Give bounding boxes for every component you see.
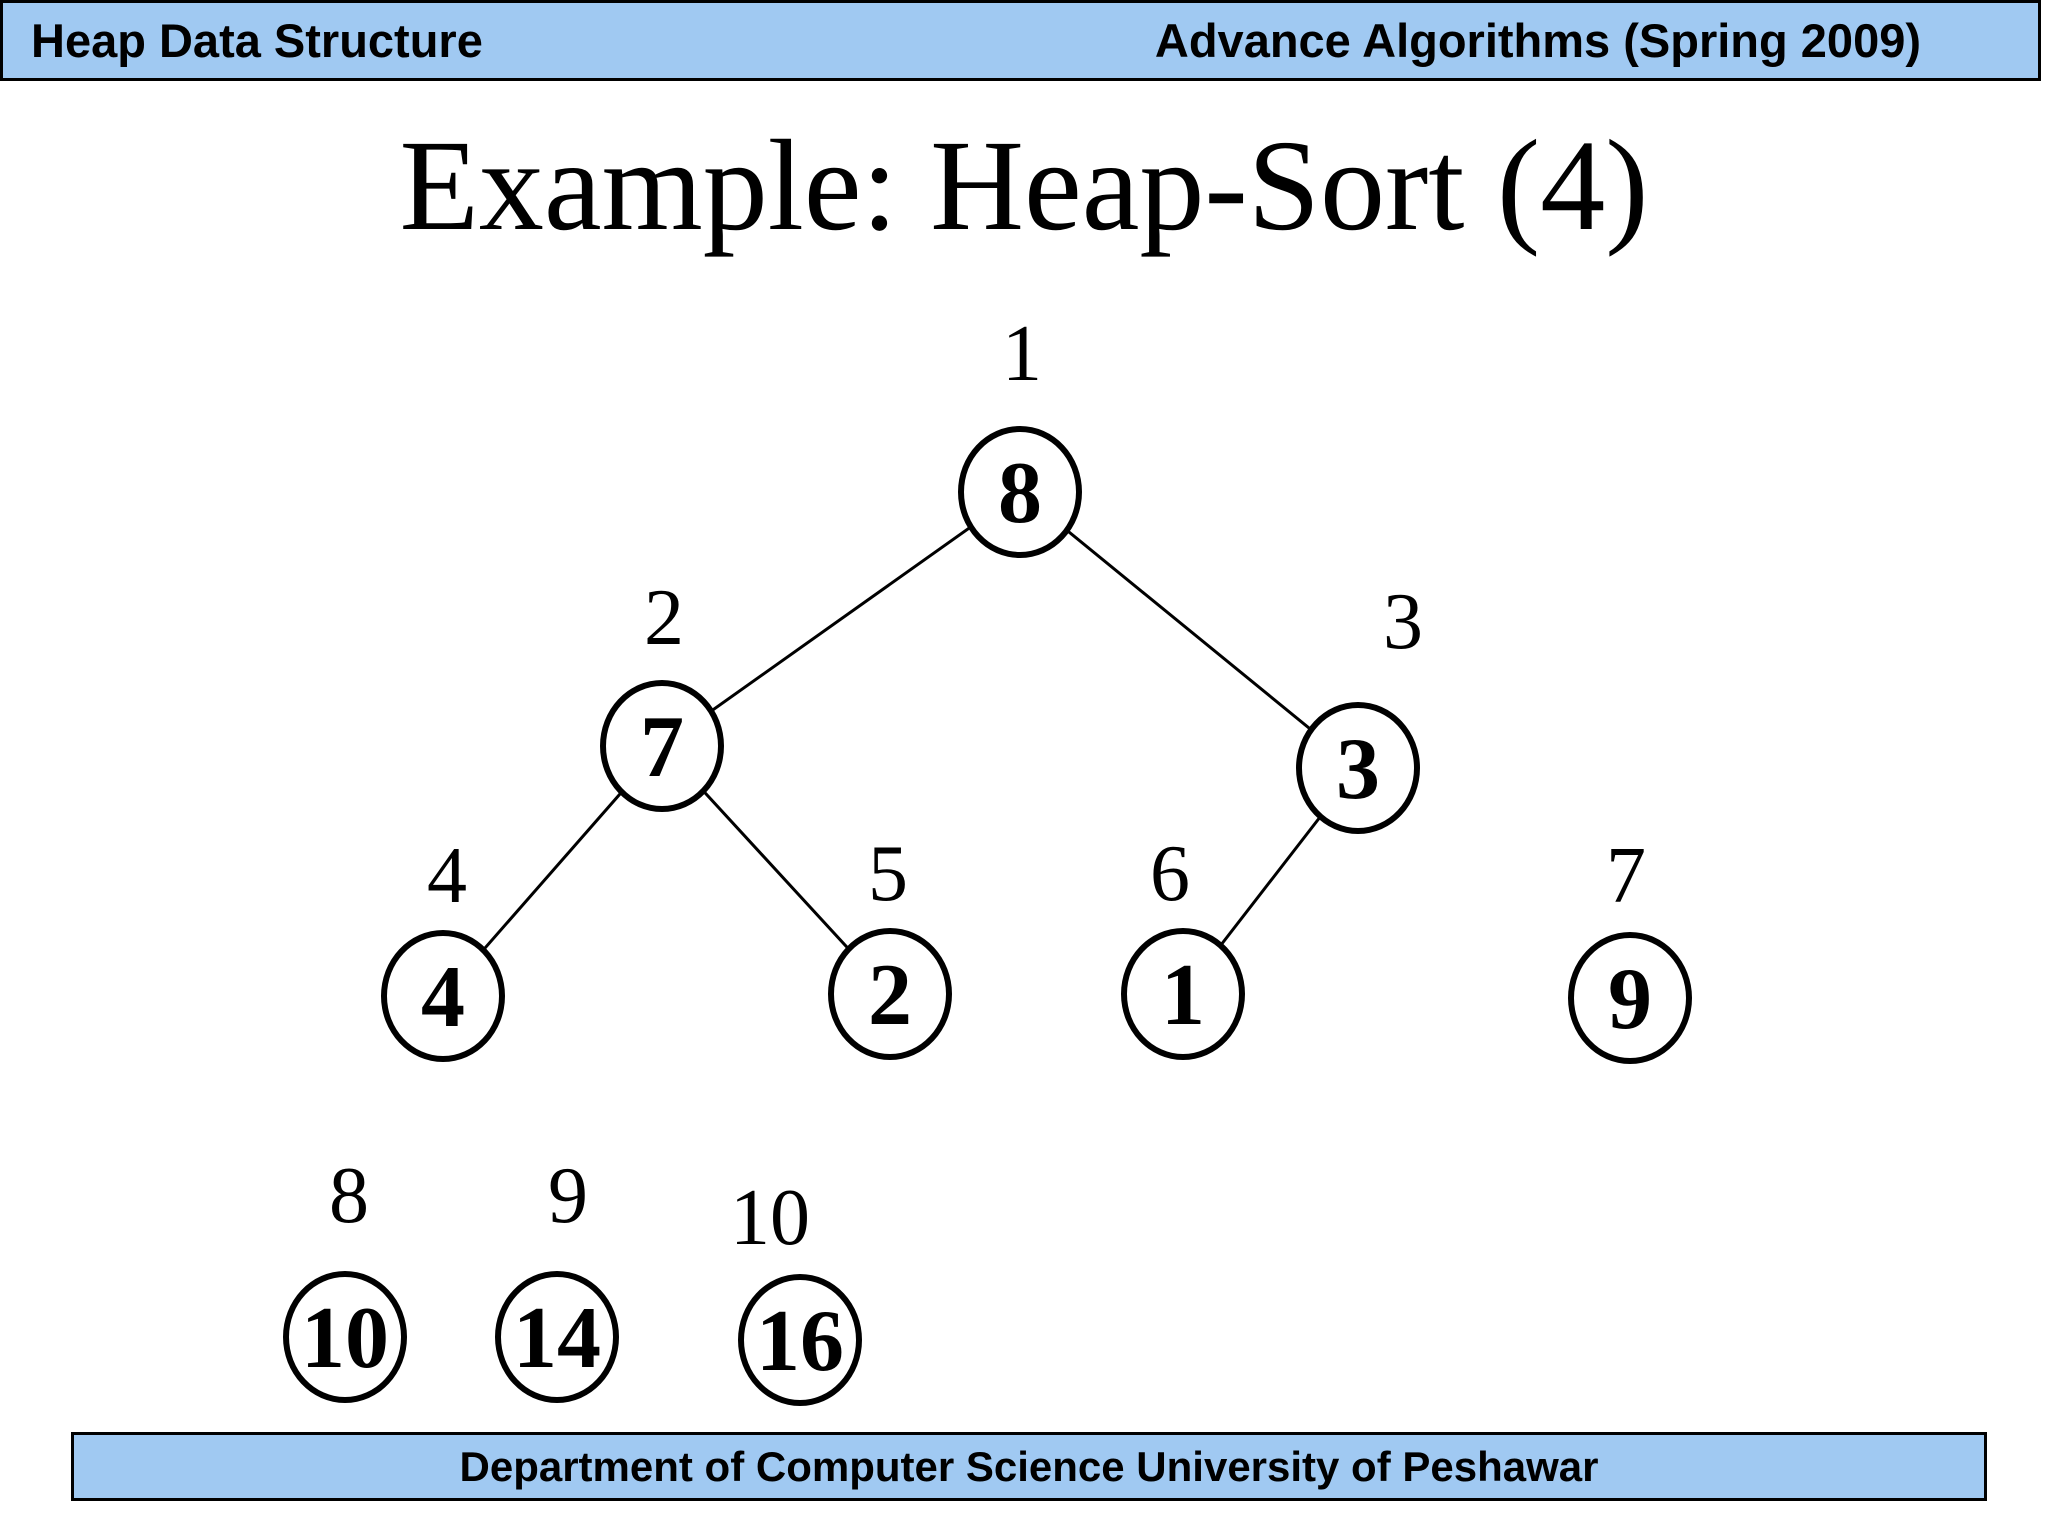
heap-node-1: 8	[958, 426, 1082, 558]
index-label-8: 8	[329, 1152, 369, 1240]
heap-node-2: 7	[600, 680, 724, 812]
heap-node-8: 10	[283, 1271, 407, 1403]
index-label-3: 3	[1383, 578, 1423, 666]
tree-edge-1-2	[661, 490, 1021, 748]
index-label-2: 2	[644, 574, 684, 662]
index-label-1: 1	[1002, 310, 1042, 398]
heap-node-5: 2	[828, 928, 952, 1060]
index-label-9: 9	[548, 1152, 588, 1240]
header-right-text: Advance Algorithms (Spring 2009)	[1154, 14, 1921, 67]
heap-node-6: 1	[1121, 928, 1245, 1060]
heap-node-3: 3	[1296, 702, 1420, 834]
tree-edge-1-3	[1019, 490, 1359, 770]
footer-bar: Department of Computer Science Universit…	[71, 1432, 1987, 1501]
heap-node-4: 4	[381, 930, 505, 1062]
index-label-5: 5	[868, 830, 908, 918]
heap-node-10: 16	[738, 1274, 862, 1406]
index-label-7: 7	[1606, 832, 1646, 920]
header-left-text: Heap Data Structure	[31, 14, 483, 67]
heap-node-9: 14	[495, 1271, 619, 1403]
footer-text: Department of Computer Science Universit…	[459, 1442, 1599, 1490]
index-label-10: 10	[730, 1174, 810, 1262]
index-label-4: 4	[427, 832, 467, 920]
slide-title: Example: Heap-Sort (4)	[399, 114, 1649, 258]
header-bar: Heap Data Structure Advance Algorithms (…	[0, 0, 2041, 81]
heap-node-7: 9	[1568, 932, 1692, 1064]
index-label-6: 6	[1150, 830, 1190, 918]
